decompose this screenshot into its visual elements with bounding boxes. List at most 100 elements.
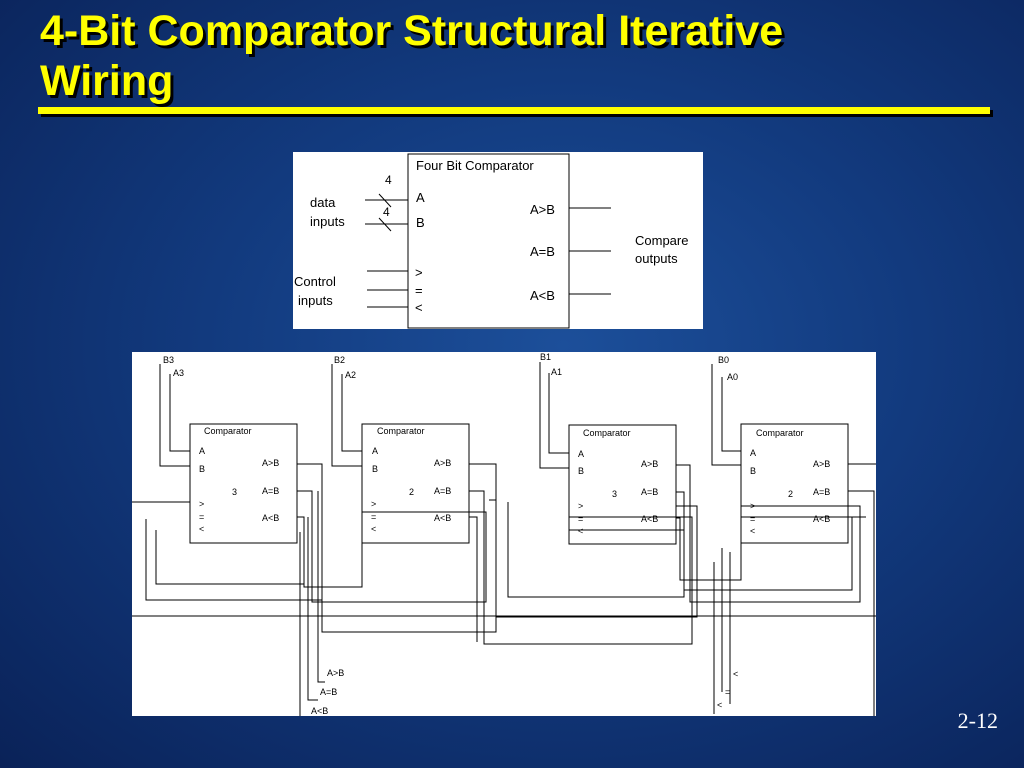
title-line-1: 4-Bit Comparator Structural Iterative <box>40 7 784 55</box>
stage-0-in-eq: = <box>750 514 755 524</box>
stage-2-in-eq: = <box>371 512 376 522</box>
wire-left-loop-1 <box>145 519 322 601</box>
out-gt-label: A>B <box>530 202 555 217</box>
stage-0-in-gt: > <box>750 501 755 511</box>
stage-3-box <box>189 423 298 544</box>
label-b2: B2 <box>334 355 345 365</box>
wire-s2-gt <box>469 463 698 618</box>
stage-0-title: Comparator <box>756 428 804 438</box>
label-a2: A2 <box>345 370 356 380</box>
top-diagram-panel: Four Bit Comparator 4 4 A B data inputs … <box>293 152 703 329</box>
stage-1-out-eq: A=B <box>641 487 658 497</box>
wire-s3-gt <box>297 463 497 633</box>
compare-outputs-label-1: Compare <box>635 233 688 248</box>
wire-final-gt <box>317 491 325 683</box>
stage-2-out-eq: A=B <box>434 486 451 496</box>
init-eq-label: = <box>725 687 730 697</box>
stage-2-pin-a: A <box>372 446 378 456</box>
wire-b0 <box>711 364 741 466</box>
stage-0-out-gt: A>B <box>813 459 830 469</box>
stage-1-in-eq: = <box>578 514 583 524</box>
four-bit-comparator-box <box>407 153 570 329</box>
stage-3-index: 3 <box>232 487 237 497</box>
stage-2-pin-b: B <box>372 464 378 474</box>
wire-s3-lt <box>297 516 363 588</box>
init-lt-label: < <box>733 669 738 679</box>
stage-3-in-lt: < <box>199 524 204 534</box>
ctl-gt-label: > <box>415 265 423 280</box>
stage-3-in-gt: > <box>199 499 204 509</box>
wire-s2-lt-route <box>507 502 685 598</box>
stage-2-box <box>361 423 470 544</box>
stage-0-out-lt: A<B <box>813 514 830 524</box>
slide-title: 4-Bit Comparator Structural Iterative Wi… <box>40 6 1000 106</box>
wire-b2 <box>331 364 362 467</box>
stage-0-in-lt: < <box>750 526 755 536</box>
stage-2-index: 2 <box>409 487 414 497</box>
ctl-eq-label: = <box>415 283 423 298</box>
wire-s2-eq <box>469 490 693 645</box>
bottom-diagram-panel: B3 A3 Comparator A B 3 A>B A=B A<B > = <… <box>132 352 876 716</box>
out-eq-label: A=B <box>530 244 555 259</box>
label-b3: B3 <box>163 355 174 365</box>
box-title: Four Bit Comparator <box>416 158 534 173</box>
wire-s1-lt <box>676 517 742 581</box>
final-out-gt: A>B <box>327 668 344 678</box>
stage-2-out-lt: A<B <box>434 513 451 523</box>
stage-2-title: Comparator <box>377 426 425 436</box>
data-inputs-label-1: data <box>310 195 336 210</box>
wire-a0 <box>721 377 741 452</box>
label-b0: B0 <box>718 355 729 365</box>
stage-3-out-lt: A<B <box>262 513 279 523</box>
wire-s1-gt <box>676 464 861 603</box>
stage-2-out-gt: A>B <box>434 458 451 468</box>
stage-3-in-eq: = <box>199 512 204 522</box>
wire-s0-eq <box>848 490 875 716</box>
stage-2-in-lt: < <box>371 524 376 534</box>
stage-1-pin-b: B <box>578 466 584 476</box>
label-b1: B1 <box>540 352 551 362</box>
stage-1-in-gt: > <box>578 501 583 511</box>
label-a1: A1 <box>551 367 562 377</box>
stage-3-title: Comparator <box>204 426 252 436</box>
pin-a: A <box>416 190 425 205</box>
out-lt-label: A<B <box>530 288 555 303</box>
stage-1-title: Comparator <box>583 428 631 438</box>
stage-0-index: 2 <box>788 489 793 499</box>
wire-a3 <box>169 374 190 452</box>
data-inputs-label-2: inputs <box>310 214 345 229</box>
stage-1-in-lt: < <box>578 526 583 536</box>
init-lt2-label: < <box>717 700 722 710</box>
stage-1-index: 3 <box>612 489 617 499</box>
pin-b: B <box>416 215 425 230</box>
page-number: 2-12 <box>957 708 998 733</box>
wire-s2-lt <box>469 516 478 642</box>
wire-b3 <box>159 364 190 467</box>
compare-outputs-label-2: outputs <box>635 251 678 266</box>
stage-1-out-lt: A<B <box>641 514 658 524</box>
stage-1-out-gt: A>B <box>641 459 658 469</box>
stage-2-in-gt: > <box>371 499 376 509</box>
final-out-eq: A=B <box>320 687 337 697</box>
bus-a-slash <box>378 193 392 208</box>
label-a3: A3 <box>173 368 184 378</box>
wire-s1-eq <box>676 491 853 591</box>
wire-s3-eq <box>297 490 487 603</box>
stage-0-box <box>740 423 849 544</box>
wire-a2 <box>341 374 362 452</box>
stage-3-pin-a: A <box>199 446 205 456</box>
stage-3-pin-b: B <box>199 464 205 474</box>
control-inputs-label-2: inputs <box>298 293 333 308</box>
stage-1-box <box>568 424 677 545</box>
control-inputs-label-1: Control <box>294 274 336 289</box>
ctl-lt-label: < <box>415 300 423 315</box>
stage-0-pin-b: B <box>750 466 756 476</box>
width-b: 4 <box>383 205 390 219</box>
stage-1-pin-a: A <box>578 449 584 459</box>
bus-b-slash <box>378 217 392 232</box>
width-a: 4 <box>385 173 392 187</box>
wire-final-eq <box>307 517 318 701</box>
stage-3-out-gt: A>B <box>262 458 279 468</box>
title-line-2: Wiring <box>40 57 174 105</box>
stage-3-out-eq: A=B <box>262 486 279 496</box>
